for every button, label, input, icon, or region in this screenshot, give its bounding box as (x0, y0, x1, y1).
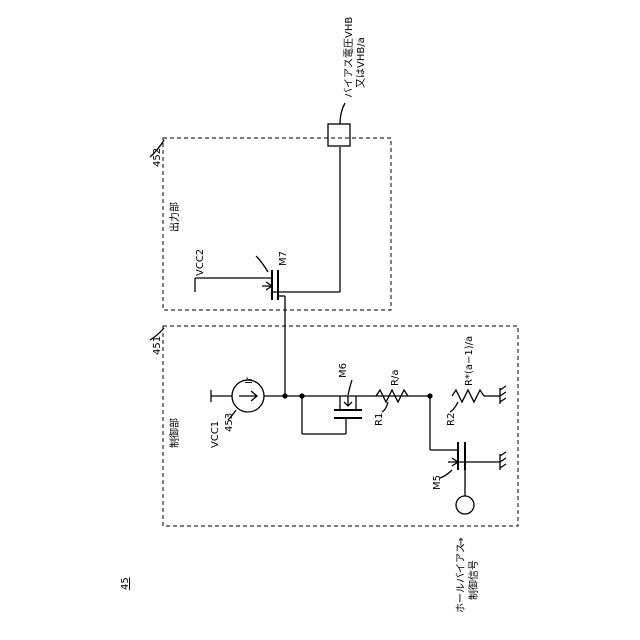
output-block-name: 出力部 (168, 202, 181, 232)
vcc2-label: VCC2 (195, 249, 206, 276)
figure-number: 45 (120, 577, 131, 590)
hall-bias-control-label-line2: 制御信号 (467, 560, 480, 600)
m5-label: M5 (432, 475, 443, 490)
current-source-value-label: Ir (244, 376, 255, 384)
control-block-name: 制御部 (168, 418, 181, 448)
bias-output-terminal (328, 124, 350, 146)
bias-voltage-label-line2: 又はVHB/a (355, 37, 367, 88)
bias-voltage-label-line1: バイアス電圧VHB (343, 17, 355, 98)
r2-resistor (452, 390, 484, 402)
r1-value-label: R/a (390, 370, 401, 386)
m6-arrow (344, 396, 352, 406)
m7-arrow (262, 282, 272, 290)
m7-ref-leader (256, 256, 268, 272)
output-block-ref: 452 (152, 148, 163, 167)
r2-value-label: R*(a−1)/a (464, 336, 475, 386)
m6-ref-leader (348, 380, 352, 395)
r1-ref-leader (382, 402, 388, 412)
gate-node-junction (282, 393, 287, 398)
hall-bias-control-input-terminal (456, 496, 474, 514)
hall-bias-control-arrow: → (456, 538, 467, 546)
r2-ground-symbol (500, 386, 506, 404)
m7-label: M7 (278, 251, 289, 266)
m5-ground-symbol (500, 452, 506, 470)
r2-label: R2 (446, 413, 457, 426)
control-block-ref: 451 (152, 336, 163, 355)
bias-label-leader (340, 103, 345, 124)
m6-label: M6 (338, 363, 349, 378)
m5-arrow (448, 458, 458, 466)
vcc1-label: VCC1 (210, 421, 221, 448)
hall-bias-control-label-line1: ホールバイアス (455, 543, 467, 613)
r1-label: R1 (374, 413, 385, 426)
figure-number-text: 45 (120, 577, 131, 590)
current-source-ref-label: 453 (224, 413, 235, 432)
r2-ref-leader (450, 402, 458, 412)
current-source-arrow (239, 391, 257, 401)
